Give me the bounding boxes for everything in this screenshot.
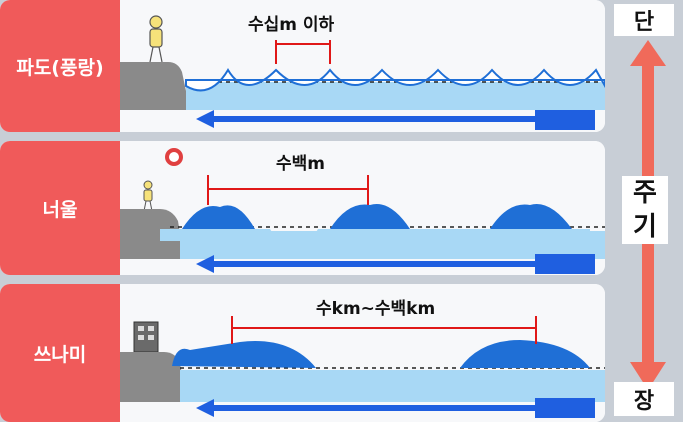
scene-wind-wave bbox=[120, 0, 605, 132]
cursor-marker-icon bbox=[167, 150, 181, 164]
distance-caption-tsunami: 수km~수백km bbox=[316, 294, 435, 319]
wind-wave-illustration bbox=[120, 0, 605, 132]
row-swell: 너울 bbox=[0, 141, 605, 275]
row-wind-wave: 파도(풍랑) 수십m 이하 bbox=[0, 0, 605, 132]
scene-swell bbox=[120, 141, 605, 275]
row-label-tsunami: 쓰나미 bbox=[0, 284, 120, 422]
period-short-label: 단 bbox=[614, 4, 674, 36]
row-tsunami: 쓰나미 수km~수백km bbox=[0, 284, 605, 422]
period-title-1: 주 bbox=[622, 176, 668, 210]
cliff bbox=[120, 62, 190, 110]
distance-caption-wind-wave: 수십m 이하 bbox=[248, 10, 334, 35]
row-label-swell: 너울 bbox=[0, 141, 120, 275]
row-label-wind-wave: 파도(풍랑) bbox=[0, 0, 120, 132]
period-long-label: 장 bbox=[614, 382, 674, 416]
distance-caption-swell: 수백m bbox=[276, 149, 325, 174]
building-icon bbox=[134, 322, 158, 352]
swell-crest bbox=[182, 204, 572, 229]
person-icon bbox=[144, 181, 152, 211]
person-icon bbox=[150, 16, 162, 62]
swell-illustration bbox=[120, 141, 605, 275]
tsunami-crest bbox=[172, 340, 590, 368]
period-title-2: 기 bbox=[622, 210, 668, 244]
